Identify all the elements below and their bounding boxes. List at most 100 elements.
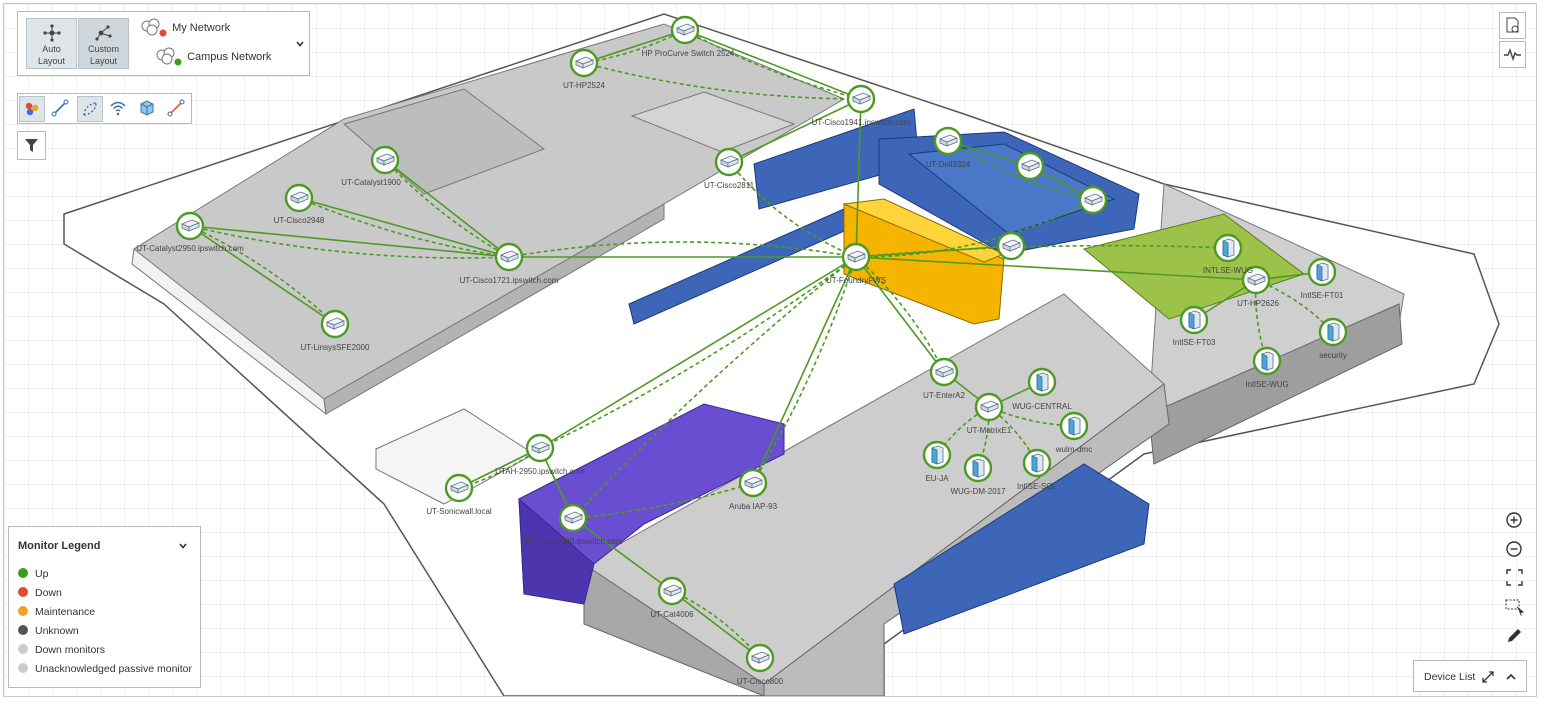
device-node-eu_ja[interactable] [922,440,952,470]
fit-to-screen-button[interactable] [1502,565,1529,592]
node-label-eu_ja: EU-JA [925,474,949,483]
link-dashed [189,225,336,325]
custom-layout-button[interactable]: Custom Layout [78,18,129,69]
node-label-wug_dm: WUG-DM-2017 [950,487,1006,496]
edit-button[interactable] [1502,623,1529,650]
device-node-dell4[interactable] [996,231,1026,261]
network-group-icon [141,18,167,37]
device-list-bar[interactable]: Device List [1413,660,1527,692]
custom-layout-label-1: Custom [87,44,119,54]
select-area-icon [1505,599,1525,616]
link-solid [583,29,686,64]
node-label-cisco2948: UT-Cisco2948 [274,216,325,225]
activity-button[interactable] [1499,41,1526,68]
campus-3d-map[interactable]: HP ProCurve Switch 2524UT-HP2524UT-Cisco… [4,4,1536,696]
wireless-view-button[interactable] [106,96,132,122]
node-label-hp2626: UT-HP2626 [1237,299,1279,308]
node-label-cisco_mid: UT-Cisco3560.ipswitch.com [524,537,623,546]
auto-layout-button[interactable]: Auto Layout [26,18,77,69]
device-node-intlse_wug[interactable] [1213,233,1243,263]
device-node-catalyst1900[interactable] [370,145,400,175]
switch-icon [180,219,201,232]
node-label-entera2: UT-EnterA2 [923,391,965,400]
link-color-button[interactable] [164,96,190,122]
zoom-out-button[interactable] [1502,537,1529,564]
view-toolbar [17,93,192,124]
device-node-hpprocurve[interactable] [670,15,700,45]
device-node-aruba[interactable] [738,468,768,498]
node-label-matrix: UT-MatrixE1 [967,426,1012,435]
zoom-out-icon [1506,541,1522,557]
switch-icon [375,153,396,166]
expand-icon[interactable] [1481,670,1495,684]
switch-icon [934,365,955,378]
device-node-catalyst2950[interactable] [175,211,205,241]
device-node-dell2[interactable] [1015,151,1045,181]
switch-icon [662,584,683,597]
map-settings-button[interactable] [1499,12,1526,39]
node-label-hp2524: UT-HP2524 [563,81,605,90]
status-dot [18,606,28,616]
device-node-cisco_top[interactable] [714,147,744,177]
node-layer[interactable]: HP ProCurve Switch 2524UT-HP2524UT-Cisco… [136,15,1348,686]
device-node-ft03[interactable] [1179,305,1209,335]
device-colors-button[interactable] [19,96,45,122]
device-node-utah2950[interactable] [525,433,555,463]
chevron-down-icon[interactable] [178,541,188,551]
device-node-cisco2948[interactable] [284,183,314,213]
device-node-cisco1721[interactable] [494,242,524,272]
device-node-intlse_sql[interactable] [1022,448,1052,478]
device-node-ft01[interactable] [1307,257,1337,287]
status-dot [18,625,28,635]
link-dashed [583,62,862,100]
device-node-ut4006[interactable] [657,576,687,606]
map-settings-icon [1506,17,1519,33]
3d-view-button[interactable] [135,96,161,122]
device-node-bottom[interactable] [745,643,775,673]
device-node-linsys[interactable] [320,309,350,339]
device-node-cisco_mid[interactable] [558,503,588,533]
switch-icon [750,651,771,664]
device-node-utlocal[interactable] [444,473,474,503]
zoom-in-button[interactable] [1502,508,1529,535]
link-icon [51,99,69,117]
server-icon [1068,416,1081,436]
pencil-icon [1508,629,1521,642]
network-item-campus-network[interactable]: Campus Network [154,47,271,67]
auto-layout-icon [42,24,61,42]
switch-icon [574,56,595,69]
node-label-wug_central: WUG-CENTRAL [1012,402,1072,411]
device-node-hp2524[interactable] [569,48,599,78]
switch-icon [1246,273,1267,286]
node-label-ft03: IntlSE-FT03 [1173,338,1216,347]
status-dot [18,568,28,578]
link-solid [947,140,1031,167]
device-node-foundry[interactable] [841,242,871,272]
device-node-hp2626[interactable] [1241,265,1271,295]
device-node-sec[interactable] [1318,317,1348,347]
dashed-link-button[interactable] [77,96,103,122]
link-dashed [384,159,510,258]
link-view-button[interactable] [48,96,74,122]
device-node-wulm[interactable] [1059,411,1089,441]
layout-panel: Auto Layout Custom Layout My Network Cam… [17,11,310,76]
select-area-button[interactable] [1502,594,1529,621]
link-dashed [988,406,1038,464]
device-node-wug_central[interactable] [1027,367,1057,397]
device-node-dell3[interactable] [1078,185,1108,215]
filter-button[interactable] [17,131,46,160]
device-node-matrix[interactable] [974,392,1004,422]
chevron-down-icon[interactable] [295,39,305,49]
device-node-entera2[interactable] [929,357,959,387]
network-item-my-network[interactable]: My Network [139,18,230,38]
status-dot [18,587,28,597]
device-node-wug_dm[interactable] [963,453,993,483]
device-node-dell[interactable] [933,126,963,156]
device-node-intlse_wug2[interactable] [1252,346,1282,376]
device-node-cisco1941[interactable] [846,84,876,114]
cube-icon [140,100,154,116]
link-solid [458,447,541,489]
chevron-up-icon[interactable] [1505,671,1517,683]
link-dashed [508,241,857,258]
